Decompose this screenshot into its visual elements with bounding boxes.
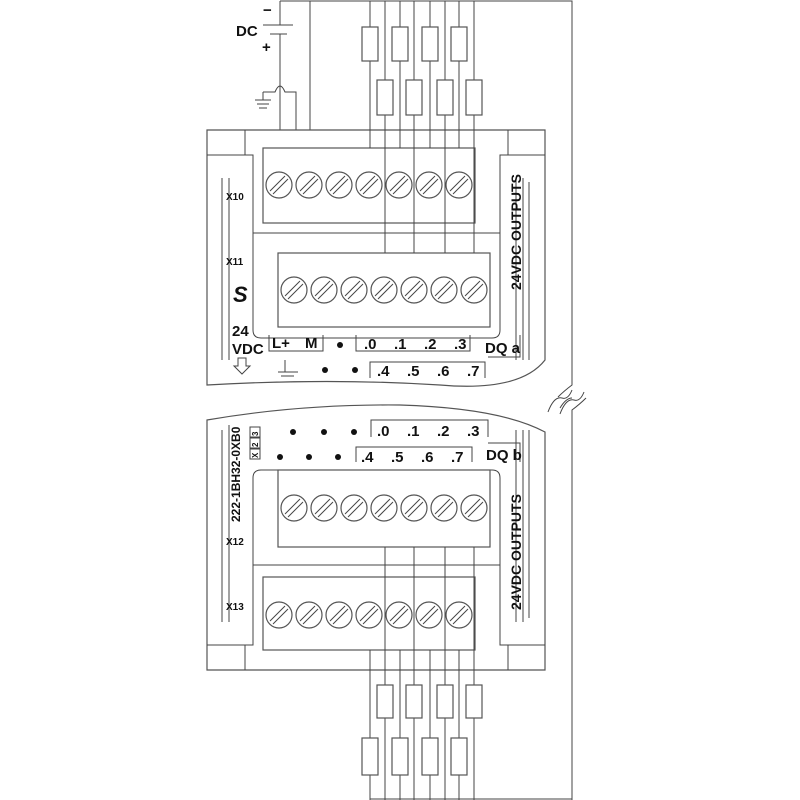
version-box bbox=[249, 448, 261, 460]
load-resistor-icon bbox=[361, 26, 379, 62]
x13-screw-icon bbox=[445, 601, 473, 629]
output-label: .4 bbox=[377, 363, 390, 380]
x11-screw-icon bbox=[430, 276, 458, 304]
x12-screw-icon bbox=[400, 494, 428, 522]
connector-label-x10: X10 bbox=[226, 192, 244, 203]
output-label: .2 bbox=[437, 423, 450, 440]
x12-screw-icon bbox=[430, 494, 458, 522]
x11-screw-icon bbox=[400, 276, 428, 304]
side-label-outputs-a: 24VDC OUTPUTS bbox=[508, 174, 524, 290]
x12-screw-icon bbox=[370, 494, 398, 522]
output-label: .3 bbox=[454, 336, 467, 353]
load-resistor-icon bbox=[376, 684, 394, 719]
x12-screw-icon bbox=[460, 494, 488, 522]
output-label: .1 bbox=[394, 336, 407, 353]
connector-label-x13: X13 bbox=[226, 602, 244, 613]
supply-label-24: 24 bbox=[232, 323, 249, 340]
load-resistor-icon bbox=[465, 684, 483, 719]
load-resistor-icon bbox=[405, 684, 423, 719]
x10-screw-icon bbox=[415, 171, 443, 199]
plus-label: + bbox=[262, 39, 271, 56]
supply-label-vdc: VDC bbox=[232, 341, 264, 358]
version-box-label: X bbox=[251, 452, 260, 458]
x12-screw-icon bbox=[280, 494, 308, 522]
x13-screw-icon bbox=[415, 601, 443, 629]
output-label: .7 bbox=[451, 449, 464, 466]
x13-screw-icon bbox=[295, 601, 323, 629]
x10-screw-icon bbox=[325, 171, 353, 199]
connector-label-x12: X12 bbox=[226, 537, 244, 548]
ground-icon bbox=[255, 85, 297, 253]
minus-label: − bbox=[263, 2, 272, 19]
output-label: .2 bbox=[424, 336, 437, 353]
x11-screw-icon bbox=[370, 276, 398, 304]
x11-screw-icon bbox=[340, 276, 368, 304]
x10-screw-icon bbox=[295, 171, 323, 199]
load-resistor-icon bbox=[361, 737, 379, 776]
version-box bbox=[249, 426, 261, 438]
load-resistor-icon bbox=[421, 737, 439, 776]
output-label: .5 bbox=[391, 449, 404, 466]
load-resistor-icon bbox=[436, 79, 454, 116]
output-label: .6 bbox=[421, 449, 434, 466]
x13-screw-icon bbox=[325, 601, 353, 629]
load-resistor-icon bbox=[391, 26, 409, 62]
output-label: .7 bbox=[467, 363, 480, 380]
terminal-label-lplus: L+ bbox=[272, 335, 290, 352]
x10-screw-icon bbox=[445, 171, 473, 199]
break-mark-icon bbox=[547, 389, 585, 415]
x11-screw-icon bbox=[310, 276, 338, 304]
group-label-dqa: DQ a bbox=[485, 340, 521, 357]
output-label: .5 bbox=[407, 363, 420, 380]
load-resistor-icon bbox=[391, 737, 409, 776]
module-b: 222-1BH32-0XB0 X 2 3 X12 X13 .0 .1 .2 .3 .4 .5.… bbox=[206, 404, 546, 671]
load-resistor-icon bbox=[436, 684, 454, 719]
load-resistor-icon bbox=[376, 79, 394, 116]
x10-screw-icon bbox=[385, 171, 413, 199]
load-resistor-icon bbox=[421, 26, 439, 62]
output-label: .0 bbox=[364, 336, 377, 353]
terminal-label-m: M bbox=[305, 335, 318, 352]
ground-icon bbox=[278, 360, 298, 377]
output-label: .4 bbox=[361, 449, 374, 466]
x13-screw-icon bbox=[265, 601, 293, 629]
x11-screw-icon bbox=[280, 276, 308, 304]
side-label-outputs-b: 24VDC OUTPUTS bbox=[508, 494, 524, 610]
dc-source: DC − + bbox=[236, 1, 311, 148]
connector-label-x11: X11 bbox=[226, 257, 244, 268]
version-box-label: 2 bbox=[251, 442, 260, 447]
load-resistor-icon bbox=[450, 737, 468, 776]
output-label: .1 bbox=[407, 423, 420, 440]
x10-screw-icon bbox=[265, 171, 293, 199]
group-label-dqb: DQ b bbox=[486, 447, 522, 464]
x10-screw-icon bbox=[355, 171, 383, 199]
dc-label: DC bbox=[236, 23, 258, 40]
output-label: .6 bbox=[437, 363, 450, 380]
x11-screw-icon bbox=[460, 276, 488, 304]
version-box-label: 3 bbox=[251, 431, 260, 436]
arrow-down-icon bbox=[232, 357, 252, 375]
x13-screw-icon bbox=[385, 601, 413, 629]
load-resistor-icon bbox=[465, 79, 483, 116]
order-number: 222-1BH32-0XB0 bbox=[229, 426, 243, 522]
siemens-logo-icon: S bbox=[233, 282, 248, 307]
version-box bbox=[249, 437, 261, 449]
load-resistor-icon bbox=[405, 79, 423, 116]
module-a: X10 X11 S 24 VDC L+ M .0 .1 .2 .3 .4 .5 .6 .7 D… bbox=[206, 129, 546, 387]
load-resistor-icon bbox=[450, 26, 468, 62]
x12-screw-icon bbox=[310, 494, 338, 522]
x13-screw-icon bbox=[355, 601, 383, 629]
return-wire bbox=[280, 0, 587, 800]
output-label: .0 bbox=[377, 423, 390, 440]
output-label: .3 bbox=[467, 423, 480, 440]
x12-screw-icon bbox=[340, 494, 368, 522]
